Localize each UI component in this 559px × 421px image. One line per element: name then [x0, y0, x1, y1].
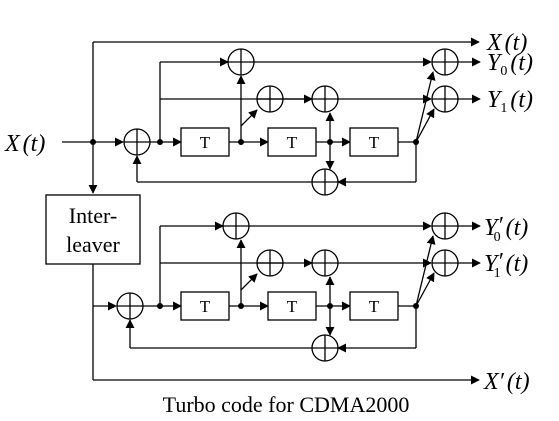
constituent-encoder-2 [116, 212, 481, 362]
register-1a: T [180, 127, 230, 157]
output-label-y0-prime: Y′0(t) [484, 213, 528, 245]
svg-text:T: T [200, 297, 211, 316]
register-2a: T [180, 291, 230, 321]
svg-text:T: T [200, 133, 211, 152]
register-2c: T [349, 291, 399, 321]
register-2b: T [267, 291, 317, 321]
diagram-caption: Turbo code for CDMA2000 [163, 392, 410, 417]
input-and-systematic-wires [62, 37, 480, 194]
output-label-y1: Y1(t) [487, 87, 533, 116]
svg-text:T: T [369, 133, 380, 152]
register-1c: T [349, 127, 399, 157]
svg-text:T: T [369, 297, 380, 316]
output-label-x: X(t) [486, 30, 527, 56]
output-label-y0: Y0(t) [487, 50, 533, 79]
interleaver-output-wires [92, 264, 480, 385]
svg-text:T: T [287, 297, 298, 316]
output-label-x-prime: X′(t) [483, 369, 530, 395]
svg-text:T: T [287, 133, 298, 152]
svg-text:leaver: leaver [66, 232, 120, 257]
register-1b: T [267, 127, 317, 157]
input-label-x: X(t) [4, 131, 45, 157]
constituent-encoder-1 [123, 48, 481, 196]
svg-text:Inter-: Inter- [69, 203, 117, 228]
output-label-y1-prime: Y′1(t) [484, 249, 528, 281]
interleaver-block: Inter- leaver [45, 194, 141, 265]
